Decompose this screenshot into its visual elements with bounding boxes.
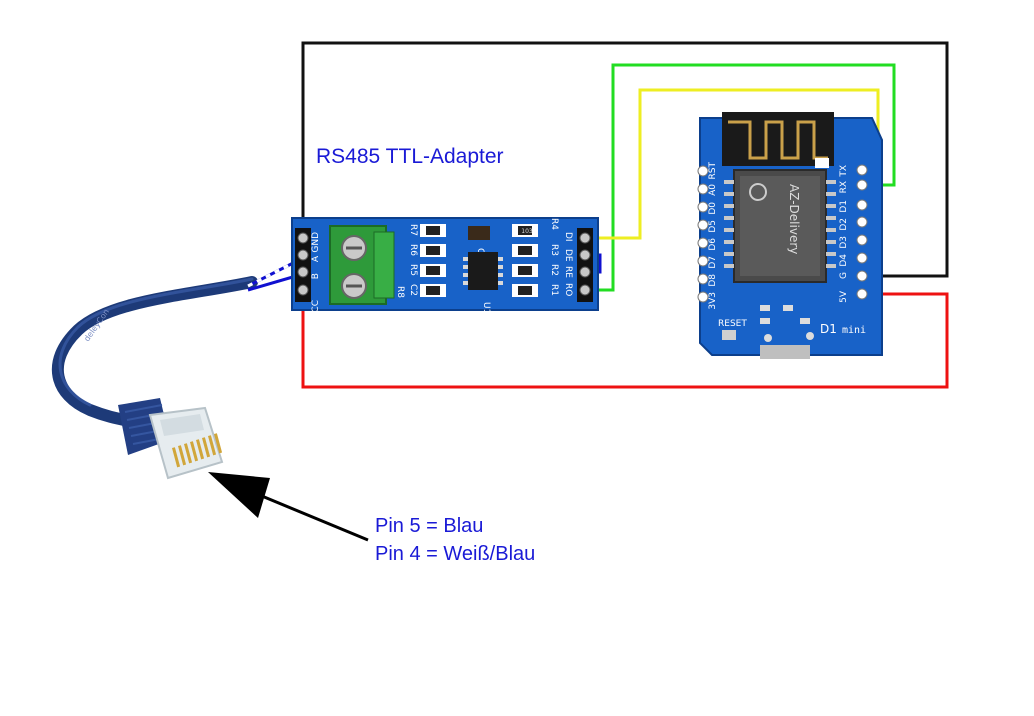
board-name-mini: mini: [842, 325, 866, 336]
pin-label-a: A: [311, 255, 321, 262]
pin-label-d6: D6: [708, 238, 718, 251]
pin-label-b: B: [311, 273, 321, 279]
pin-label-rst: RST: [708, 162, 718, 180]
pin-label-5v: 5V: [839, 290, 849, 303]
rs485-left-pin-labels: GND A B VCC: [311, 232, 321, 319]
smd-code-text: 103: [521, 228, 533, 235]
d1-right-pins: [856, 164, 868, 300]
resistor-label-r3: R3: [549, 244, 559, 256]
resistor-label-r6: R6: [408, 244, 418, 256]
rj45-contacts: [172, 433, 223, 468]
antenna-component: [815, 158, 829, 168]
d1-left-pin-labels: RST A0 D0 D5 D6 D7 D8 3V3: [708, 162, 718, 310]
diagram-title: RS485 TTL-Adapter: [316, 145, 504, 168]
resistor-label-r2: R2: [549, 264, 559, 276]
resistor-label-r1: R1: [549, 284, 559, 296]
d1-mini-board: AZ-Delivery RST A0 D0 D5 D6 D7 D8: [697, 112, 883, 359]
pin-label-d2: D2: [839, 218, 849, 231]
resistor-label-r8: R8: [395, 286, 405, 298]
pin-note-5: Pin 5 = Blau: [375, 515, 484, 537]
rs485-left-header: [295, 228, 311, 302]
resistor-label-r7: R7: [408, 224, 418, 236]
d1-right-pin-labels: TX RX D1 D2 D3 D4 G 5V: [839, 165, 849, 303]
pin-label-vcc: VCC: [311, 300, 321, 319]
pin-label-d4: D4: [839, 254, 849, 267]
pin-label-re: RE: [563, 266, 573, 278]
arrow-head: [208, 472, 270, 518]
pin-label-g: G: [839, 272, 849, 279]
rs485-right-pins: [579, 232, 591, 296]
resistor-label-r4: R4: [549, 218, 559, 230]
pin-label-d7: D7: [708, 256, 718, 269]
cable-highlight: [58, 277, 254, 407]
reset-button: [722, 330, 736, 340]
rj45-boot-ridges: [124, 404, 171, 445]
pin-label-ro: RO: [563, 283, 573, 296]
pin-label-3v3: 3V3: [708, 292, 718, 310]
pin-note-4: Pin 4 = Weiß/Blau: [375, 543, 536, 565]
pin-label-d3: D3: [839, 236, 849, 249]
rs485-right-header: [577, 228, 593, 302]
pin-label-d0: D0: [708, 202, 718, 215]
screw-terminal: [329, 225, 395, 305]
esp-castellated-pads: [724, 180, 836, 268]
wire-black-gnd: [301, 41, 949, 278]
wire-green-ro: [585, 63, 896, 292]
esp-shield-top: [740, 176, 820, 276]
pin-label-d8: D8: [708, 274, 718, 287]
pin-label-tx: TX: [839, 165, 849, 178]
rs485-right-pin-labels: DI DE RE RO: [563, 232, 573, 296]
wire-red-vcc: [301, 290, 949, 389]
pin-arrow: [208, 472, 369, 542]
pin-label-rx: RX: [839, 181, 849, 193]
board-name-d1: D1: [820, 322, 837, 336]
pin-label-de: DE: [563, 249, 573, 262]
pin-label-di: DI: [563, 232, 573, 242]
cap-label-c2: C2: [408, 284, 418, 296]
smd-components: [760, 305, 814, 342]
pin-label-a0: A0: [708, 184, 718, 196]
ce-mark: [749, 183, 767, 201]
d1-left-pins: [697, 165, 709, 303]
reset-label: RESET: [718, 319, 747, 329]
rj45-plug-clip: [160, 414, 204, 436]
pin-label-d1: D1: [839, 200, 849, 213]
ic-u1: U1: [463, 252, 503, 314]
rs485-module: GND A B VCC R7 R6 R5: [291, 217, 599, 319]
wifi-antenna-trace: [728, 120, 828, 160]
resistor-label-r5: R5: [408, 264, 418, 276]
pin-label-gnd: GND: [311, 232, 321, 253]
esp-brand-text: AZ-Delivery: [787, 184, 801, 254]
usb-connector: [760, 345, 810, 359]
pin-label-d5: D5: [708, 220, 718, 233]
ic-label-u1: U1: [481, 302, 491, 314]
ethernet-cable: deleyCon: [51, 276, 258, 480]
rs485-left-pins: [297, 232, 309, 296]
capacitor-c1: [468, 226, 490, 240]
rs485-resistors: R7 R6 R5 R4 R3 R2 R1 C2 C1 R8 103: [395, 218, 559, 298]
